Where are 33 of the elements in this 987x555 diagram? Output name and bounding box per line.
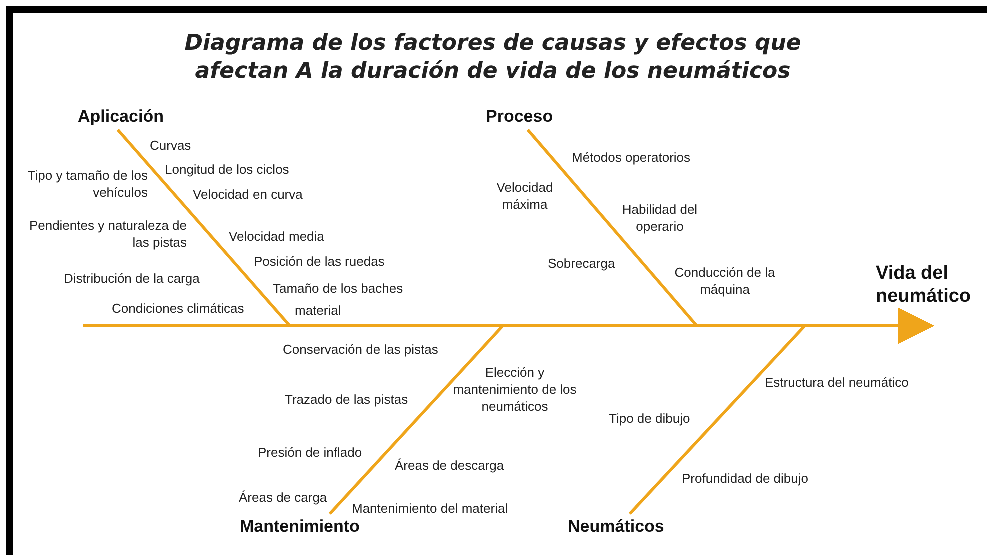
cause-label: Habilidad del operario	[621, 201, 699, 235]
cause-label: Longitud de los ciclos	[165, 161, 290, 178]
cause-label: material	[295, 302, 342, 319]
cause-label: Métodos operatorios	[572, 149, 691, 166]
cause-label: Curvas	[150, 137, 192, 154]
cause-label: Conservación de las pistas	[283, 341, 438, 358]
cause-label: Tipo de dibujo	[609, 410, 690, 427]
category-label: Neumáticos	[568, 517, 664, 537]
cause-label: Velocidad máxima	[496, 179, 554, 213]
title: Diagrama de los factores de causas y efectos que afectan A la duración de vida de los neumáticos	[184, 30, 802, 86]
cause-label: Velocidad en curva	[193, 186, 303, 203]
category-label: Aplicación	[78, 107, 164, 127]
cause-label: Áreas de carga	[239, 489, 328, 506]
cause-label: Condiciones climáticas	[112, 300, 244, 317]
cause-label: Posición de las ruedas	[254, 253, 385, 270]
cause-label: Presión de inflado	[258, 444, 362, 461]
cause-label: Mantenimiento del material	[352, 500, 508, 517]
cause-label: Distribución de la carga	[64, 270, 200, 287]
cause-label: Trazado de las pistas	[285, 391, 408, 408]
cause-label: Pendientes y naturaleza de las pistas	[28, 217, 187, 251]
cause-label: Tamaño de los baches	[273, 280, 404, 297]
cause-label: Profundidad de dibujo	[682, 470, 808, 487]
cause-label: Elección y mantenimiento de los neumáticos	[452, 364, 578, 415]
cause-label: Conducción de la máquina	[674, 264, 776, 298]
fishbone-arrow	[628, 308, 935, 516]
cause-label: Tipo y tamaño de los vehículos	[26, 167, 148, 201]
cause-label: Áreas de descarga	[395, 457, 504, 474]
cause-label: Estructura del neumático	[765, 374, 909, 391]
cause-label: Velocidad media	[229, 228, 324, 245]
category-label: Proceso	[486, 107, 554, 127]
cause-label: Sobrecarga	[548, 255, 616, 272]
effect-label: Vida del neumático	[876, 262, 986, 308]
category-label: Mantenimiento	[240, 517, 360, 537]
